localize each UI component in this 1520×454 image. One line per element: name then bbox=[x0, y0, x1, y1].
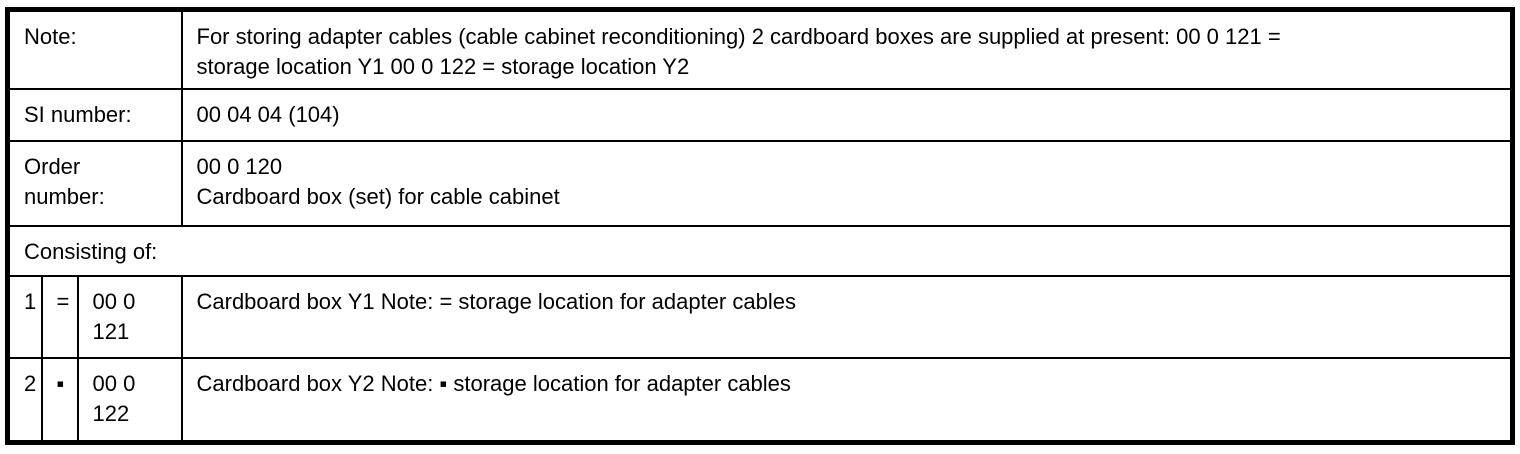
si-number-value: 00 04 04 (104) bbox=[180, 88, 1514, 142]
table-row-note: Note: For storing adapter cables (cable … bbox=[6, 8, 1514, 90]
item-description: Cardboard box Y2 Note: ▪ storage locatio… bbox=[180, 357, 1514, 443]
table-row-consisting-of: Consisting of: bbox=[6, 225, 1514, 277]
table-row-item-1: 1 = 00 0 121 Cardboard box Y1 Note: = st… bbox=[6, 275, 1514, 359]
item-index: 2 bbox=[6, 357, 43, 443]
item-description: Cardboard box Y1 Note: = storage locatio… bbox=[180, 275, 1514, 359]
order-number-value: 00 0 120 Cardboard box (set) for cable c… bbox=[180, 140, 1514, 227]
item-part-number: 00 0 121 bbox=[76, 275, 183, 359]
order-number-label: Order number: bbox=[6, 140, 183, 227]
table-row-si-number: SI number: 00 04 04 (104) bbox=[6, 88, 1514, 142]
note-label: Note: bbox=[6, 8, 183, 90]
table-row-order-number: Order number: 00 0 120 Cardboard box (se… bbox=[6, 140, 1514, 227]
note-value: For storing adapter cables (cable cabine… bbox=[180, 8, 1514, 90]
item-index: 1 bbox=[6, 275, 43, 359]
parts-info-table: Note: For storing adapter cables (cable … bbox=[5, 7, 1515, 445]
item-part-number: 00 0 122 bbox=[76, 357, 183, 443]
si-number-label: SI number: bbox=[6, 88, 183, 142]
table-row-item-2: 2 ▪ 00 0 122 Cardboard box Y2 Note: ▪ st… bbox=[6, 357, 1514, 443]
consisting-of-label: Consisting of: bbox=[6, 225, 1514, 277]
equals-symbol: = bbox=[40, 275, 79, 359]
square-symbol: ▪ bbox=[40, 357, 79, 443]
